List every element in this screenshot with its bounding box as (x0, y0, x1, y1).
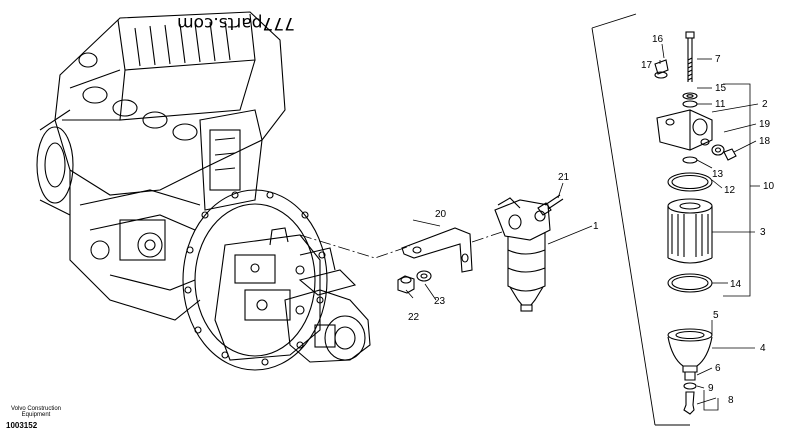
callout-8: 8 (728, 395, 734, 406)
callout-17: 17 (641, 60, 653, 71)
callout-20: 20 (435, 209, 447, 220)
exploded-view-frame (591, 13, 690, 426)
callout-23: 23 (434, 296, 446, 307)
callout-21: 21 (558, 172, 570, 183)
callout-2: 2 (762, 99, 768, 110)
callout-16: 16 (652, 34, 664, 45)
callout-5: 5 (713, 310, 719, 321)
bracket-part (397, 194, 564, 294)
fuel-filter-assembly-drawing (494, 197, 551, 312)
callout-22: 22 (408, 312, 420, 323)
callout-14: 14 (730, 279, 742, 290)
callout-18: 18 (759, 136, 771, 147)
leader-1 (547, 225, 593, 245)
callout-6: 6 (715, 363, 721, 374)
callout-10: 10 (763, 181, 775, 192)
brand-caption: Volvo Construction Equipment (10, 406, 62, 418)
drawing-number: 1003152 (6, 421, 38, 430)
callout-12: 12 (724, 185, 736, 196)
callout-3: 3 (760, 227, 766, 238)
callout-labels: 1 2 3 4 5 6 7 8 9 10 11 12 13 14 15 16 1… (408, 34, 775, 406)
callout-1: 1 (593, 221, 599, 232)
assembly-center-lines (299, 231, 503, 259)
callout-13: 13 (712, 169, 724, 180)
watermark-text: 777parts.com (177, 13, 295, 33)
callout-4: 4 (760, 343, 766, 354)
callout-11: 11 (715, 99, 726, 110)
engine-assembly-drawing (36, 11, 371, 371)
callout-15: 15 (715, 83, 727, 94)
callout-9: 9 (708, 383, 714, 394)
callout-leader-lines (405, 43, 760, 411)
callout-7: 7 (715, 54, 721, 65)
callout-19: 19 (759, 119, 771, 130)
